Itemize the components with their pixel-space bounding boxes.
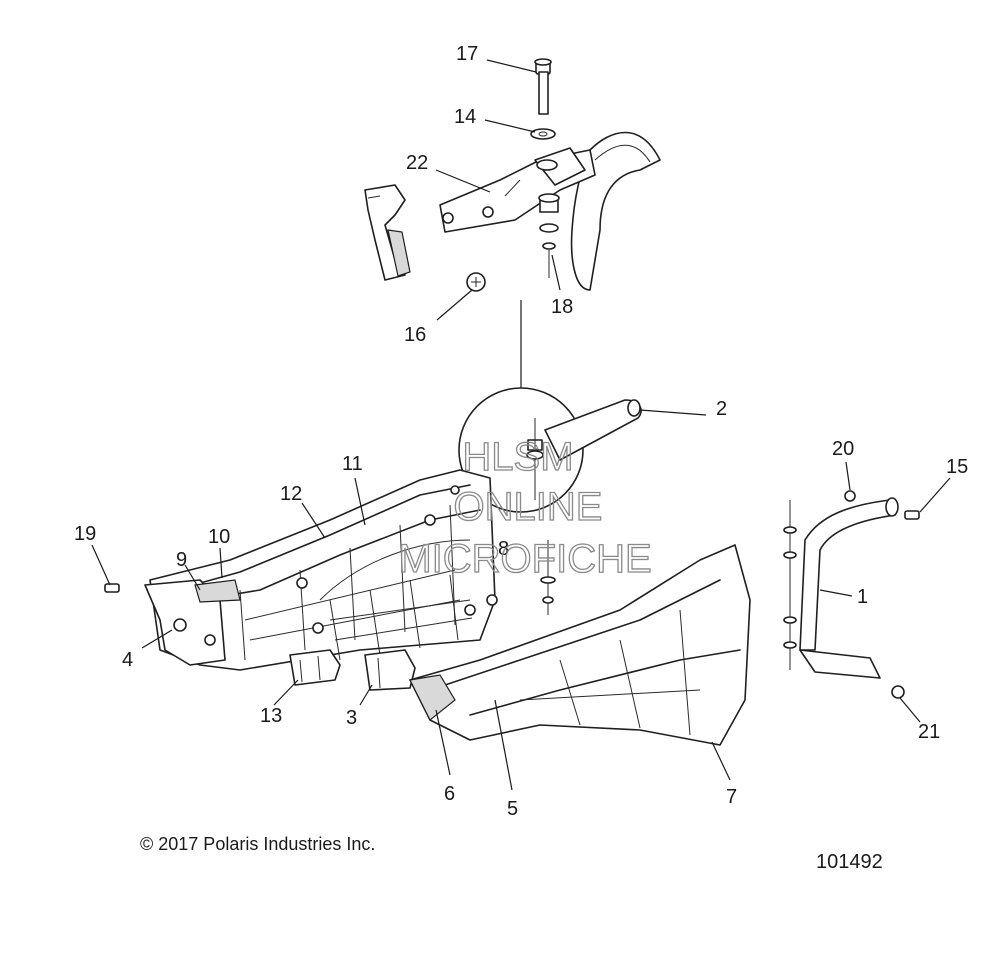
callout-1: 1: [857, 586, 868, 608]
screw: [466, 272, 486, 292]
callout-18: 18: [551, 296, 573, 318]
magnifier-detail: [458, 387, 642, 513]
callout-20: 20: [832, 438, 854, 460]
latch-plate: [364, 184, 411, 281]
copyright-text: © 2017 Polaris Industries Inc.: [140, 834, 375, 854]
callout-12: 12: [280, 483, 302, 505]
bushing-stack: [538, 193, 560, 278]
callout-8: 8: [498, 538, 509, 560]
callout-22: 22: [406, 152, 428, 174]
callout-5: 5: [507, 798, 518, 820]
callout-14: 14: [454, 106, 476, 128]
reference-number: 101492: [816, 851, 883, 873]
pad-block-3: [364, 649, 416, 691]
callout-2: 2: [716, 398, 727, 420]
callout-11: 11: [342, 453, 363, 475]
leader-lines: [91, 59, 951, 791]
lower-door-panel: [409, 540, 751, 746]
callout-4: 4: [122, 649, 133, 671]
callout-19: 19: [74, 523, 96, 545]
callout-7: 7: [726, 786, 737, 808]
hinge-detail-group: [364, 58, 661, 388]
callout-17: 17: [456, 43, 478, 65]
watermark-line-3: MICROFICHE: [398, 537, 651, 581]
watermark-line-2: ONLINE: [454, 485, 603, 529]
callout-labels: 17 14 22 16 18 2 11 12 10 9 19 4 13 3 6 …: [74, 43, 968, 820]
watermark-line-1: HLSM: [462, 435, 573, 479]
callout-10: 10: [208, 526, 230, 548]
hinge-bracket: [439, 147, 596, 233]
callout-15: 15: [946, 456, 968, 478]
callout-16: 16: [404, 324, 426, 346]
callout-6: 6: [444, 783, 455, 805]
right-bracket-assembly: [104, 490, 920, 699]
callout-9: 9: [176, 549, 187, 571]
hinge-pin: [534, 58, 552, 115]
callout-3: 3: [346, 707, 357, 729]
watermark: HLSM ONLINE MICROFICHE: [398, 434, 653, 581]
pad-block-13: [289, 649, 341, 686]
door-frame-assembly: [144, 469, 498, 671]
callout-21: 21: [918, 721, 940, 743]
callout-13: 13: [260, 705, 282, 727]
washer: [530, 128, 556, 140]
